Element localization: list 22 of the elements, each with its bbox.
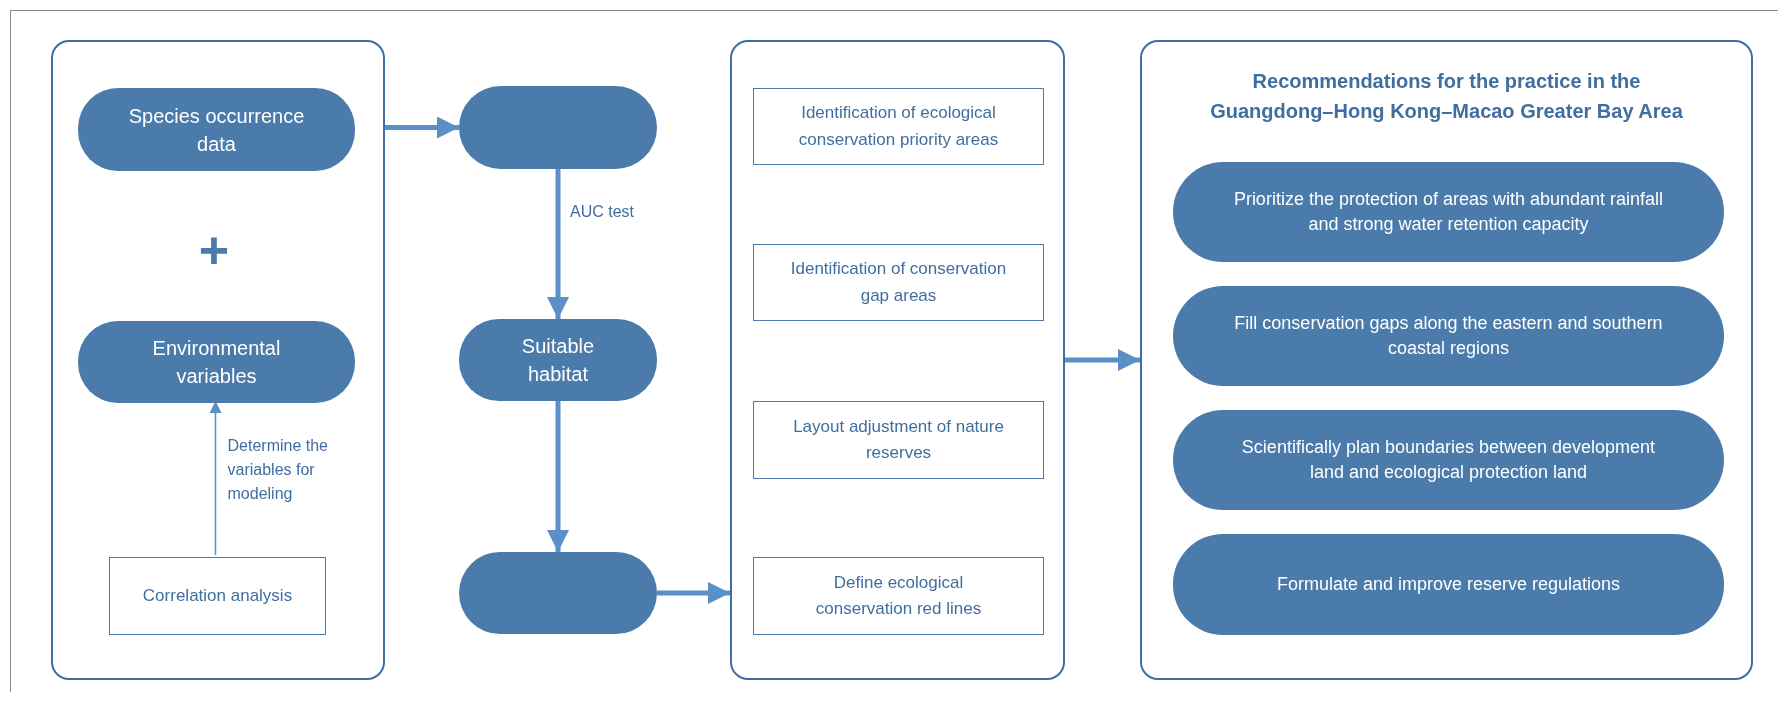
arrow — [209, 400, 222, 556]
process-box: Define ecological conservation red lines — [753, 557, 1044, 635]
process-box: Identification of conservation gap areas — [753, 244, 1044, 321]
rounded-process-box: Formulate and improve reserve regulations — [1173, 534, 1724, 635]
arrow — [547, 401, 569, 552]
process-box: Identification of ecological conservation priority areas — [753, 88, 1044, 165]
rounded-process-box: Environmental variables — [78, 321, 355, 403]
rounded-process-box: Prioritize the protection of areas with abundant rainfall and strong water retention capacity — [1173, 162, 1724, 262]
arrow — [385, 116, 459, 139]
arrow — [547, 169, 569, 319]
panel-heading: Recommendations for the practice in the Guangdong–Hong Kong–Macao Greater Bay Area — [1209, 69, 1684, 124]
plus-sign: + — [197, 222, 231, 278]
panel-frame — [730, 40, 1065, 680]
rounded-process-box: Species occurrence data — [78, 88, 355, 171]
arrow — [1065, 349, 1140, 371]
arrow — [657, 582, 730, 604]
rounded-process-box: Suitable habitat — [459, 319, 657, 401]
rounded-process-box: Scientifically plan boundaries between development land and ecological protection land — [1173, 410, 1724, 510]
process-box: Correlation analysis — [109, 557, 326, 635]
process-box: Layout adjustment of nature reserves — [753, 401, 1044, 479]
rounded-process-box: Fill conservation gaps along the eastern and southern coastal regions — [1173, 286, 1724, 386]
panel-frame — [1140, 40, 1753, 680]
